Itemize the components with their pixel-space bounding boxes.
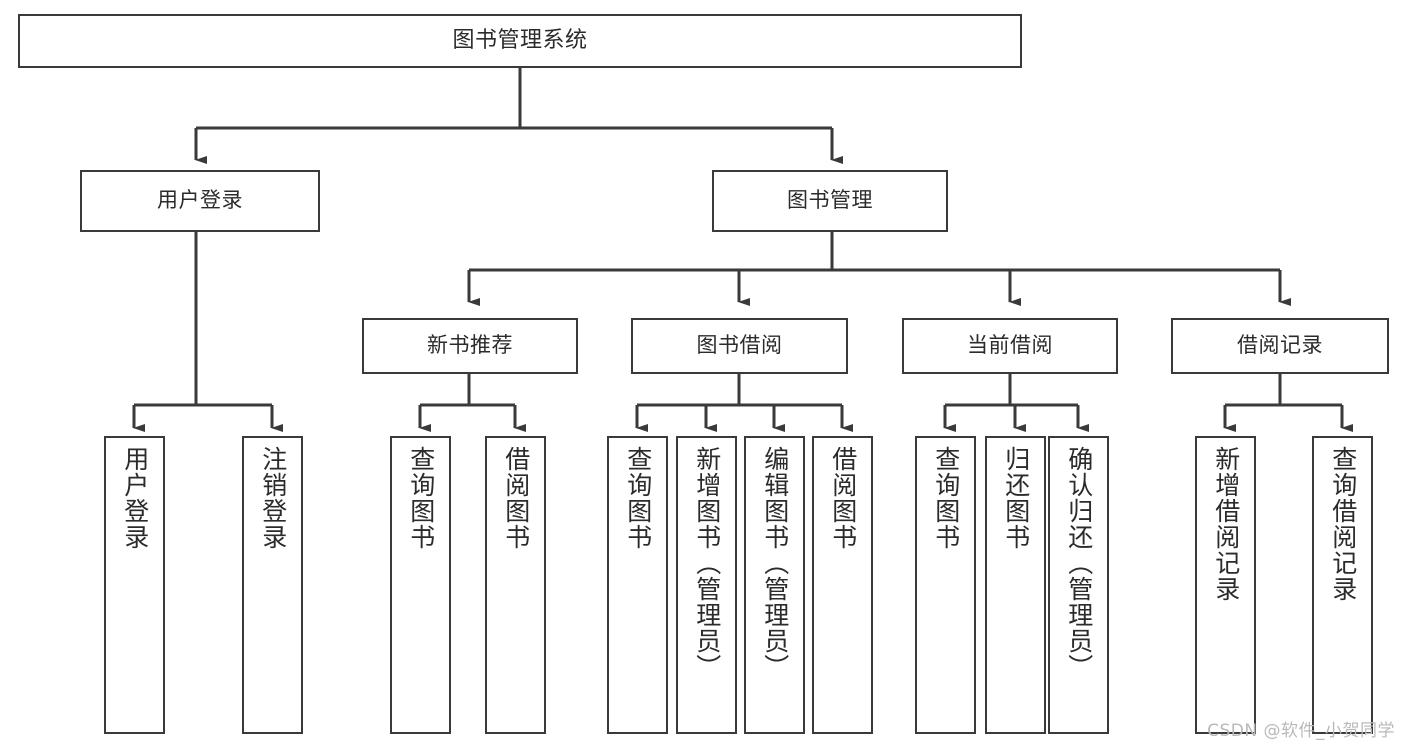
node-leaf-borrow-book-2[interactable]: 借阅图书 xyxy=(812,436,873,734)
node-leaf-query-book-3-label: 查询图书 xyxy=(931,446,961,550)
node-leaf-add-record[interactable]: 新增借阅记录 xyxy=(1195,436,1256,734)
node-leaf-logout-login-label: 注销登录 xyxy=(258,446,288,550)
node-leaf-query-book-1-label: 查询图书 xyxy=(406,446,436,550)
node-current-borrow-label: 当前借阅 xyxy=(967,333,1053,358)
node-leaf-borrow-book-1-label: 借阅图书 xyxy=(501,446,531,550)
node-book-borrow-label: 图书借阅 xyxy=(696,333,783,358)
node-user-login[interactable]: 用户登录 xyxy=(80,170,320,232)
node-leaf-borrow-book-2-label: 借阅图书 xyxy=(828,446,858,550)
node-leaf-logout-login[interactable]: 注销登录 xyxy=(242,436,303,734)
node-leaf-query-record[interactable]: 查询借阅记录 xyxy=(1312,436,1373,734)
node-leaf-add-record-label: 新增借阅记录 xyxy=(1211,446,1241,602)
node-leaf-query-book-2-label: 查询图书 xyxy=(623,446,653,550)
node-leaf-user-login[interactable]: 用户登录 xyxy=(104,436,165,734)
node-root-label: 图书管理系统 xyxy=(452,27,588,53)
node-new-book-recommend[interactable]: 新书推荐 xyxy=(362,318,578,374)
node-book-borrow[interactable]: 图书借阅 xyxy=(631,318,848,374)
node-leaf-query-book-1[interactable]: 查询图书 xyxy=(390,436,451,734)
node-borrow-record-label: 借阅记录 xyxy=(1237,333,1323,358)
node-leaf-borrow-book-1[interactable]: 借阅图书 xyxy=(485,436,546,734)
node-leaf-user-login-label: 用户登录 xyxy=(120,446,150,550)
node-new-book-recommend-label: 新书推荐 xyxy=(427,333,513,358)
node-leaf-query-record-label: 查询借阅记录 xyxy=(1328,446,1358,602)
node-leaf-return-book[interactable]: 归还图书 xyxy=(985,436,1046,734)
node-leaf-edit-book[interactable]: 编辑图书（管理员） xyxy=(744,436,805,734)
node-leaf-add-book-label: 新增图书（管理员） xyxy=(692,446,722,680)
node-leaf-query-book-2[interactable]: 查询图书 xyxy=(607,436,668,734)
node-leaf-query-book-3[interactable]: 查询图书 xyxy=(915,436,976,734)
node-leaf-confirm-return-label: 确认归还（管理员） xyxy=(1064,446,1094,680)
node-book-manage-label: 图书管理 xyxy=(787,188,873,213)
node-leaf-return-book-label: 归还图书 xyxy=(1001,446,1031,550)
node-borrow-record[interactable]: 借阅记录 xyxy=(1171,318,1389,374)
node-leaf-add-book[interactable]: 新增图书（管理员） xyxy=(676,436,737,734)
node-user-login-label: 用户登录 xyxy=(157,188,243,213)
node-leaf-confirm-return[interactable]: 确认归还（管理员） xyxy=(1048,436,1109,734)
node-current-borrow[interactable]: 当前借阅 xyxy=(902,318,1118,374)
node-root[interactable]: 图书管理系统 xyxy=(18,14,1022,68)
node-book-manage[interactable]: 图书管理 xyxy=(712,170,948,232)
watermark: CSDN @软件_小贺同学 xyxy=(1207,721,1395,741)
node-leaf-edit-book-label: 编辑图书（管理员） xyxy=(760,446,790,680)
